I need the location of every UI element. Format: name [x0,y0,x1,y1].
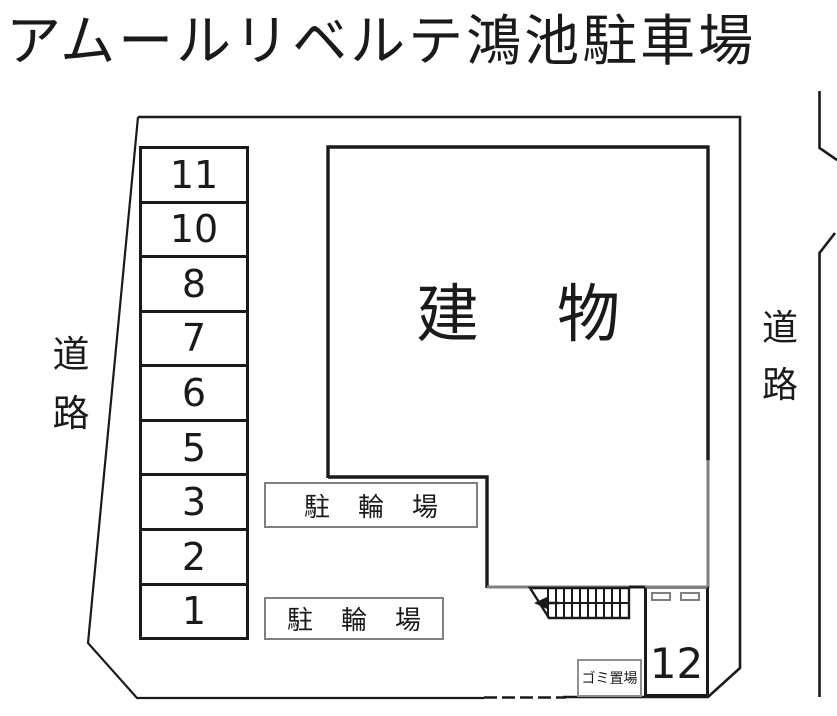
road-label-char: 道 [761,308,798,349]
stairs-icon [527,586,631,620]
parking-space-2: 2 [142,527,246,583]
parking-space-12: 12 [644,586,709,697]
parking-space-column: 11 10 8 7 6 5 3 2 1 [139,146,249,640]
parking-space-10: 10 [142,200,246,256]
wheel-stop-icon [680,592,700,601]
garbage-area: ゴミ置場 [577,659,642,697]
parking-space-8: 8 [142,255,246,310]
bicycle-parking-upper: 駐輪場 [264,482,478,528]
parking-space-3: 3 [142,473,246,528]
parking-space-6: 6 [142,364,246,419]
parking-space-7: 7 [142,309,246,365]
page-title: アムールリベルテ鴻池駐車場 [6,9,757,73]
building-outline [326,145,710,478]
building-outline-step [328,475,489,588]
parking-space-12-number: 12 [649,639,704,688]
parking-space-1: 1 [142,582,246,638]
parking-space-11: 11 [169,152,219,197]
road-label-char: 道 [52,333,90,376]
left-arrow-icon [534,597,559,609]
bicycle-parking-lower: 駐輪場 [264,597,444,640]
property-boundary-line [138,115,742,699]
road-label-char: 路 [52,392,90,435]
building-outline-gray-edge [487,460,710,589]
building-label: 建物 [416,278,698,351]
parking-space-5: 5 [142,418,246,474]
road-edge-line-right [818,91,837,697]
wheel-stop-icon [651,592,671,601]
road-label-right: 道 路 [757,311,803,404]
road-label-left: 道 路 [48,336,94,432]
property-boundary-left-line [86,116,484,700]
road-label-char: 路 [761,365,798,406]
